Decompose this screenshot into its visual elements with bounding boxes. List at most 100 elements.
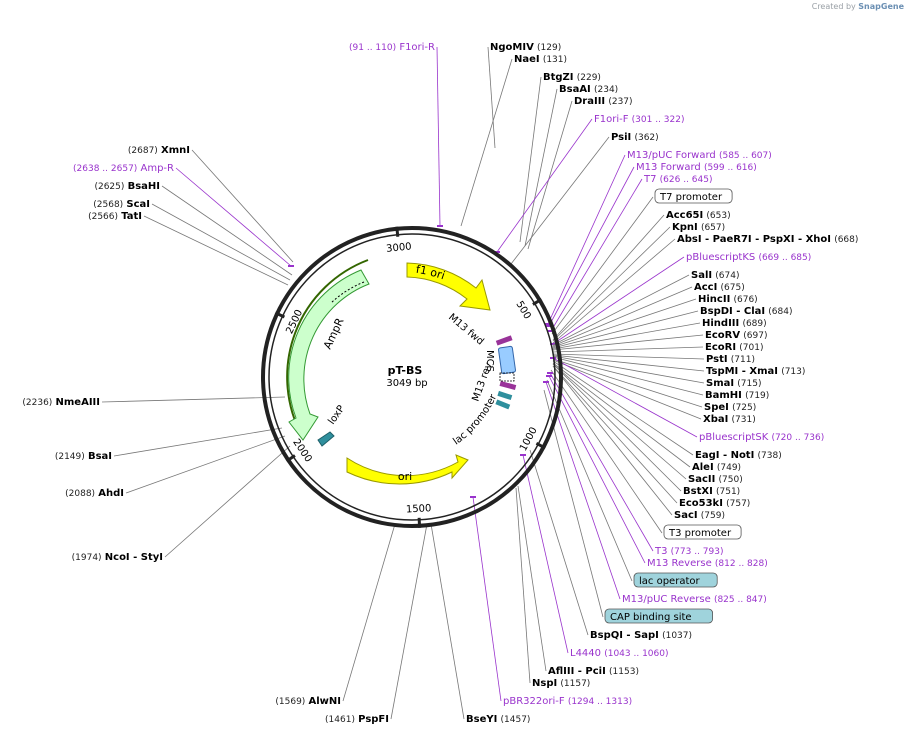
annotation-label: AleI (749) [692, 462, 741, 473]
leader-line [549, 372, 654, 552]
leader-lines [101, 46, 705, 720]
annotation-name: BamHI [705, 390, 742, 401]
annotation-name: PspFI [358, 714, 389, 725]
leader-line [550, 178, 643, 332]
leader-line [161, 185, 293, 276]
annotation-label: PstI (711) [706, 354, 755, 365]
leader-line [460, 58, 513, 227]
annotation-position: (653) [706, 211, 730, 221]
annotation-position: (2236) [22, 398, 52, 408]
annotation-position: (599 .. 616) [704, 163, 757, 173]
leader-line [552, 298, 697, 348]
annotation-position: (1294 .. 1313) [568, 697, 632, 707]
annotation-name: ScaI [126, 199, 150, 210]
leader-line [552, 359, 702, 420]
annotation-name: pBluescriptSK [699, 432, 769, 443]
annotation-primer: pBR322ori-F (1294 .. 1313) [503, 696, 632, 707]
annotation-label: (1974) NcoI - StyI [72, 552, 163, 563]
leader-line [552, 256, 685, 345]
annotation-name: BsaHI [128, 181, 160, 192]
annotation-position: (1974) [72, 553, 102, 563]
annotation-name: HincII [698, 294, 730, 305]
annotation-label: L4440 (1043 .. 1060) [570, 648, 669, 659]
annotation-label: EcoRV (697) [705, 330, 767, 341]
annotation-primer: (2638 .. 2657) Amp-R [73, 163, 174, 174]
ampr-label: AmpR [321, 316, 347, 352]
scale-tick-label: 1000 [518, 426, 540, 454]
leader-line [552, 353, 705, 360]
leader-line [175, 167, 292, 267]
annotation-enzyme: NaeI (131) [514, 54, 567, 65]
annotation-enzyme: SacII (750) [688, 474, 743, 485]
annotation-label: (2088) AhdI [65, 488, 124, 499]
leader-line [552, 354, 705, 372]
annotation-position: (234) [594, 85, 618, 95]
annotation-enzyme: DraIII (237) [574, 96, 633, 107]
backbone-inner [268, 233, 556, 521]
annotation-position: (129) [537, 43, 561, 53]
annotation-name: NspI [532, 678, 557, 689]
leader-line [487, 46, 496, 149]
annotation-position: (2088) [65, 489, 95, 499]
annotation-enzyme: SmaI (715) [706, 378, 761, 389]
leader-line [552, 360, 694, 456]
feature-box-label: CAP binding site [610, 612, 692, 623]
annotation-position: (812 .. 828) [715, 559, 768, 569]
annotation-name: EcoRI [705, 342, 736, 353]
leader-line [550, 369, 663, 534]
feature-box-label: lac operator [639, 576, 700, 587]
annotation-name: AflIII - PciI [548, 666, 606, 677]
annotation-enzyme: KpnI (657) [672, 222, 725, 233]
leader-line [546, 379, 633, 582]
annotation-name: M13/pUC Reverse [622, 594, 711, 605]
leader-line [517, 485, 547, 672]
annotation-primer: M13 Forward (599 .. 616) [636, 162, 757, 173]
annotation-position: (715) [737, 379, 761, 389]
scale-tick [285, 454, 296, 463]
ori-label: ori [398, 470, 412, 483]
leader-line [552, 365, 678, 504]
annotation-position: (720 .. 736) [771, 433, 824, 443]
annotation-position: (697) [743, 331, 767, 341]
annotation-enzyme: BsaAI (234) [559, 84, 618, 95]
leader-line [436, 46, 441, 227]
annotation-label: pBR322ori-F (1294 .. 1313) [503, 696, 632, 707]
annotation-primer: M13/pUC Reverse (825 .. 847) [622, 594, 767, 605]
feature-box-label: T3 promoter [668, 528, 732, 539]
annotation-name: M13 Forward [636, 162, 701, 173]
annotation-name: BspDI - ClaI [700, 306, 765, 317]
annotation-position: (301 .. 322) [632, 115, 685, 125]
leader-line [552, 226, 671, 342]
annotation-label: NgoMIV (129) [490, 42, 561, 53]
annotation-enzyme: PsiI (362) [611, 132, 659, 143]
feature-box [654, 188, 733, 204]
ampr-promoter-segment [330, 281, 365, 304]
annotation-position: (689) [742, 319, 766, 329]
annotation-label: AccI (675) [694, 282, 745, 293]
annotation-box: T3 promoter [663, 524, 742, 540]
annotation-position: (669 .. 685) [758, 253, 811, 263]
annotation-primer: (91 .. 110) F1ori-R [349, 42, 435, 53]
scale-tick-label: 500 [513, 299, 532, 321]
annotation-position: (2568) [93, 200, 123, 210]
annotation-enzyme: SalI (674) [691, 270, 740, 281]
annotation-label: NaeI (131) [514, 54, 567, 65]
annotation-position: (1153) [609, 667, 639, 677]
leader-line [496, 118, 593, 253]
annotation-name: BseYI [466, 714, 497, 725]
annotation-position: (719) [745, 391, 769, 401]
annotation-enzyme: AleI (749) [692, 462, 741, 473]
leader-line [113, 427, 283, 457]
annotation-enzyme: HincII (676) [698, 294, 758, 305]
annotation-enzyme: (1569) AlwNI [275, 696, 341, 707]
annotation-position: (237) [608, 97, 632, 107]
annotation-name: T3 [654, 546, 667, 557]
cap-site-marker [495, 399, 511, 410]
annotation-enzyme: (2149) BsaI [55, 451, 112, 462]
annotation-enzyme: BspDI - ClaI (684) [700, 306, 793, 317]
annotation-name: M13/pUC Forward [627, 150, 716, 161]
annotation-enzyme: SpeI (725) [704, 402, 756, 413]
annotation-name: BspQI - SapI [590, 630, 659, 641]
annotation-name: Eco53kI [679, 498, 723, 509]
annotation-name: XmnI [161, 145, 190, 156]
